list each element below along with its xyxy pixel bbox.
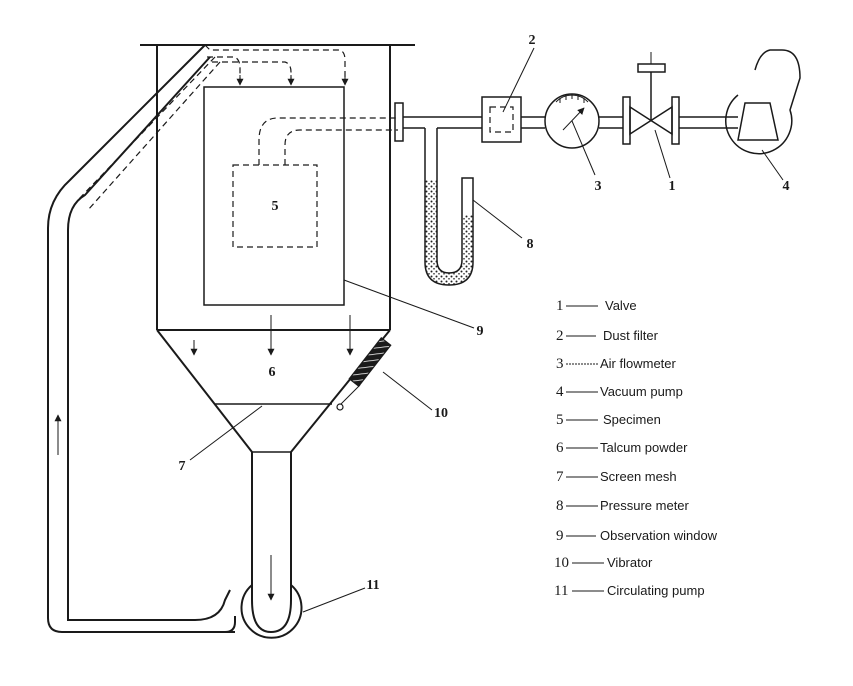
legend-item-air-flowmeter: 3 Air flowmeter [556,356,677,372]
legend-num: 1 [556,298,564,314]
legend-label: Air flowmeter [600,356,677,371]
valve [622,52,680,145]
legend-item-vibrator: 10 Vibrator [554,555,653,571]
dashed-flow-paths [77,44,346,211]
legend-item-vacuum-pump: 4 Vacuum pump [556,384,683,400]
legend-num: 10 [554,555,569,571]
legend-item-pressure-meter: 8 Pressure meter [556,498,690,514]
hopper [156,329,391,453]
pressure-meter [424,128,474,286]
legend-item-talcum-powder: 6 Talcum powder [556,440,688,456]
legend-label: Dust filter [603,328,659,343]
legend-label: Screen mesh [600,469,677,484]
legend-label: Circulating pump [607,583,705,598]
specimen-suction-line [258,117,398,165]
suction-pipe [394,102,738,142]
legend: 1 Valve 2 Dust filter 3 Air flowmeter 4 … [554,298,718,599]
legend-label: Valve [605,298,637,313]
legend-num: 9 [556,528,564,544]
vibrator [336,336,392,411]
callout-8: 8 [527,237,534,252]
callout-2: 2 [529,33,536,48]
legend-num: 4 [556,384,564,400]
observation-window [203,86,345,306]
callout-10: 10 [434,406,448,421]
legend-label: Pressure meter [600,498,690,513]
legend-item-screen-mesh: 7 Screen mesh [556,469,677,485]
specimen [232,164,318,248]
callout-7: 7 [179,459,186,474]
return-pipe [47,44,235,633]
legend-label: Vibrator [607,555,653,570]
callout-9: 9 [477,324,484,339]
dust-filter [481,96,522,143]
legend-item-dust-filter: 2 Dust filter [556,328,659,344]
legend-label: Vacuum pump [600,384,683,399]
legend-num: 11 [554,583,568,599]
legend-label: Observation window [600,528,718,543]
legend-num: 2 [556,328,564,344]
callout-11: 11 [366,578,379,593]
air-flowmeter [544,93,600,149]
legend-num: 3 [556,356,564,372]
top-flow-arrows [236,75,349,86]
legend-item-specimen: 5 Specimen [556,412,661,428]
callout-5: 5 [272,199,279,214]
powder-flow-arrows [54,315,354,601]
callout-numbers: 1 2 3 4 5 6 7 8 9 10 11 [179,33,790,593]
legend-item-valve: 1 Valve [556,298,637,314]
callout-4: 4 [783,179,790,194]
legend-label: Talcum powder [600,440,688,455]
legend-num: 7 [556,469,564,485]
legend-label: Specimen [603,412,661,427]
legend-item-observation-window: 9 Observation window [556,528,718,544]
leader-lines [189,47,784,613]
downpipe [251,451,292,600]
legend-item-circulating-pump: 11 Circulating pump [554,583,705,599]
callout-6: 6 [269,365,276,380]
legend-num: 5 [556,412,564,428]
legend-num: 6 [556,440,564,456]
vacuum-pump [725,49,801,155]
legend-num: 8 [556,498,564,514]
callout-1: 1 [669,179,676,194]
callout-3: 3 [595,179,602,194]
